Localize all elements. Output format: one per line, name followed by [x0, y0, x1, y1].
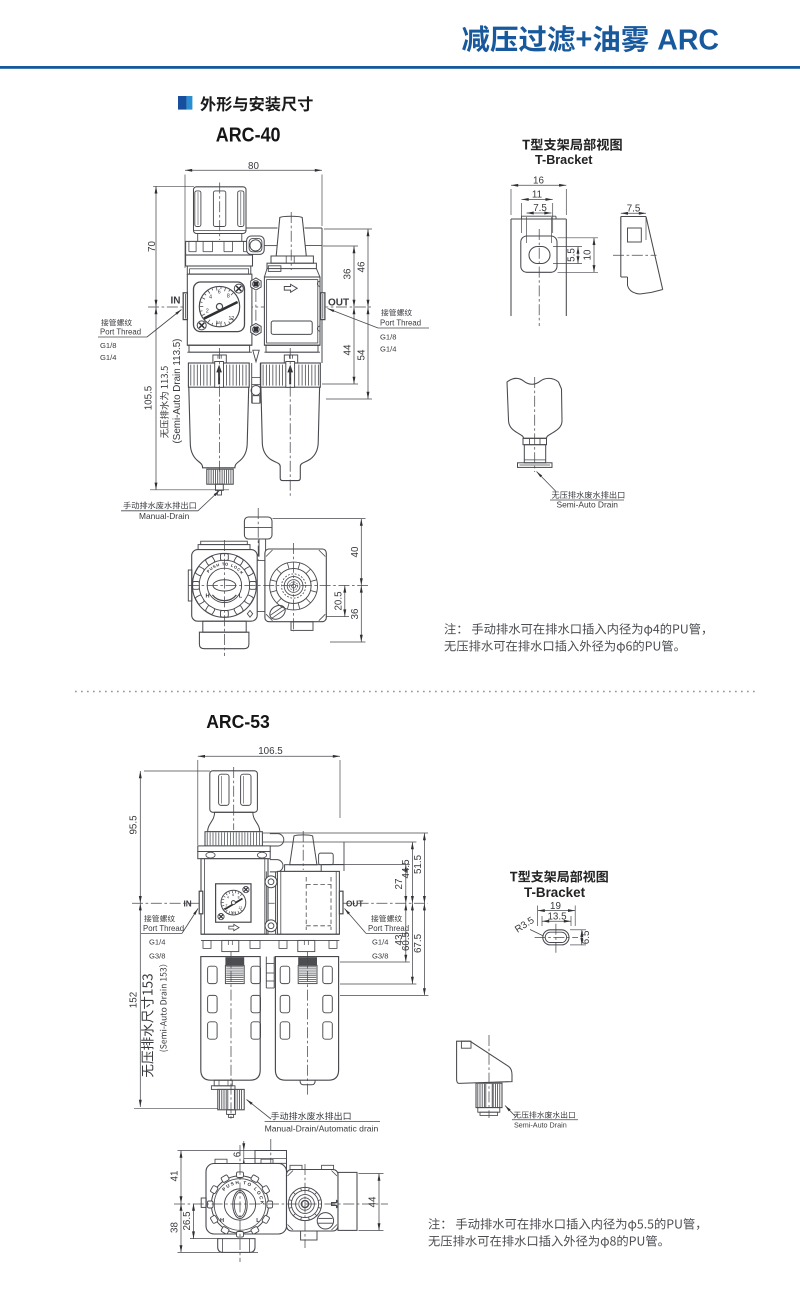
- svg-text:IN: IN: [171, 296, 181, 307]
- svg-text:12: 12: [229, 316, 235, 322]
- svg-text:44: 44: [367, 1196, 378, 1207]
- svg-text:40: 40: [350, 546, 361, 557]
- svg-text:4: 4: [209, 294, 212, 300]
- svg-text:Semi-Auto Drain: Semi-Auto Drain: [557, 500, 619, 510]
- svg-text:G1/4: G1/4: [372, 938, 388, 947]
- svg-text:8: 8: [238, 896, 240, 900]
- svg-text:6.5: 6.5: [581, 930, 592, 944]
- svg-text:H: H: [220, 1218, 224, 1224]
- svg-text:11: 11: [532, 190, 542, 201]
- svg-text:R3.5: R3.5: [513, 915, 537, 936]
- svg-text:H: H: [205, 594, 209, 600]
- svg-text:54: 54: [357, 349, 368, 360]
- svg-text:G1/4: G1/4: [380, 345, 396, 354]
- svg-text:IN: IN: [184, 900, 192, 909]
- svg-text:Port Thread: Port Thread: [100, 328, 141, 337]
- svg-text:60.5: 60.5: [401, 931, 412, 951]
- svg-text:7.5: 7.5: [627, 204, 641, 215]
- svg-text:L: L: [256, 1218, 260, 1224]
- svg-text:41: 41: [169, 1171, 180, 1182]
- svg-text:70: 70: [147, 241, 158, 252]
- svg-text:6: 6: [233, 1151, 244, 1157]
- svg-text:ARC: ARC: [657, 25, 719, 57]
- svg-text:G1/8: G1/8: [380, 333, 396, 342]
- svg-text:G3/8: G3/8: [372, 952, 388, 961]
- svg-text:T-Bracket: T-Bracket: [535, 153, 593, 167]
- svg-text:G3/8: G3/8: [149, 952, 165, 961]
- svg-text:8: 8: [227, 294, 230, 300]
- svg-text:Port Thread: Port Thread: [380, 319, 421, 328]
- svg-text:(Semi-Auto Drain 113.5): (Semi-Auto Drain 113.5): [172, 339, 183, 444]
- svg-text:46: 46: [357, 261, 368, 272]
- svg-text:105.5: 105.5: [144, 385, 155, 410]
- svg-text:44.5: 44.5: [401, 859, 412, 879]
- svg-text:152: 152: [129, 992, 140, 1008]
- svg-text:G1/4: G1/4: [149, 938, 165, 947]
- svg-text:26.5: 26.5: [182, 1211, 193, 1231]
- svg-text:bar: bar: [231, 911, 237, 915]
- svg-text:10: 10: [583, 249, 594, 260]
- svg-text:12: 12: [239, 906, 243, 910]
- svg-text:ARC-53: ARC-53: [206, 711, 270, 732]
- svg-text:43: 43: [394, 934, 405, 945]
- svg-text:13.5: 13.5: [547, 912, 567, 923]
- svg-text:27: 27: [394, 879, 405, 890]
- svg-text:OUT: OUT: [346, 900, 363, 909]
- svg-text:Port Thread: Port Thread: [143, 924, 184, 933]
- svg-text:67.5: 67.5: [413, 933, 424, 953]
- svg-text:Port Thread: Port Thread: [368, 924, 409, 933]
- svg-text:Semi-Auto Drain: Semi-Auto Drain: [514, 1121, 567, 1130]
- svg-text:36: 36: [350, 608, 361, 619]
- svg-text:106.5: 106.5: [258, 746, 283, 757]
- svg-text:44: 44: [343, 344, 354, 355]
- svg-text:2: 2: [206, 309, 209, 315]
- svg-text:19: 19: [550, 901, 561, 912]
- svg-text:G1/8: G1/8: [100, 341, 116, 350]
- svg-text:L: L: [239, 594, 243, 600]
- svg-text:Manual-Drain: Manual-Drain: [139, 511, 190, 521]
- svg-text:6: 6: [232, 893, 234, 897]
- svg-text:Manual-Drain/Automatic drain: Manual-Drain/Automatic drain: [265, 1123, 379, 1133]
- svg-text:5.5: 5.5: [567, 248, 578, 262]
- svg-text:7.5: 7.5: [533, 203, 547, 214]
- svg-text:6: 6: [218, 290, 221, 296]
- svg-text:2: 2: [225, 904, 227, 908]
- svg-text:16: 16: [533, 175, 544, 186]
- svg-text:20.5: 20.5: [333, 591, 344, 611]
- svg-text:95.5: 95.5: [129, 815, 140, 835]
- svg-text:OUT: OUT: [328, 298, 349, 309]
- svg-text:ARC-40: ARC-40: [216, 124, 281, 146]
- svg-text:bar: bar: [216, 320, 223, 325]
- svg-text:G1/4: G1/4: [100, 353, 116, 362]
- svg-text:4: 4: [227, 896, 229, 900]
- svg-text:51.5: 51.5: [413, 854, 424, 874]
- svg-text:T-Bracket: T-Bracket: [524, 885, 586, 900]
- svg-text:38: 38: [169, 1222, 180, 1233]
- svg-text:36: 36: [343, 268, 354, 279]
- svg-text:80: 80: [248, 161, 259, 172]
